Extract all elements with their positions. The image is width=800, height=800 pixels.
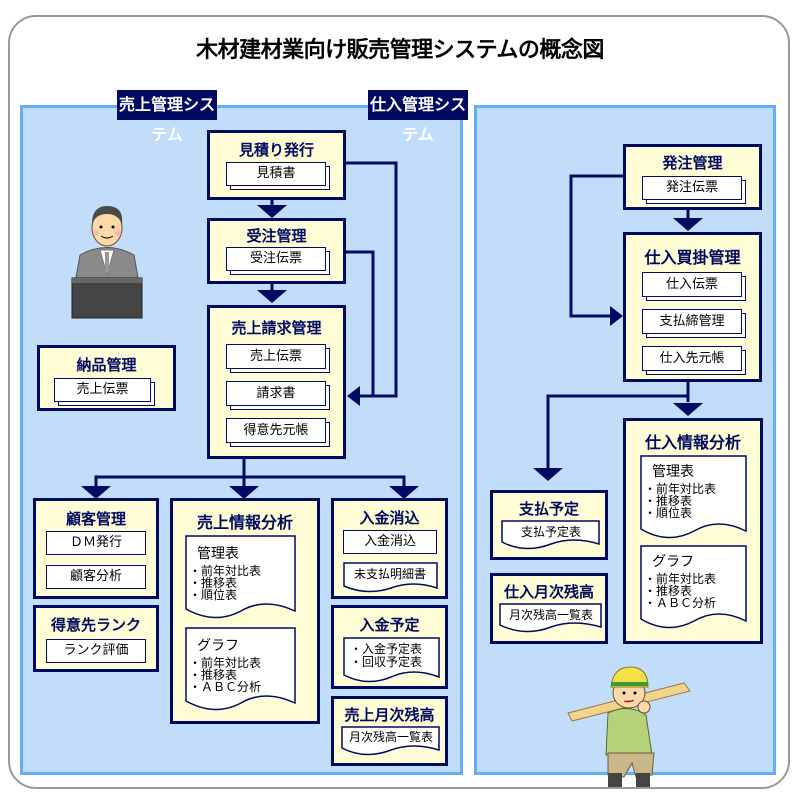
- payable-box[interactable]: 仕入買掛管理 仕入伝票 支払締管理 仕入先元帳: [623, 232, 762, 382]
- purchase-graphs-item: ・前年対比表: [644, 572, 717, 586]
- payment-plan-title: 入金予定: [359, 616, 420, 634]
- sales-analysis-box[interactable]: 売上情報分析 管理表 ・前年対比表 ・推移表 ・順位表 グラフ ・前年対比表 ・…: [170, 498, 320, 724]
- delivery-box[interactable]: 納品管理 売上伝票: [37, 345, 176, 411]
- payable-doc-slip[interactable]: 仕入伝票: [642, 272, 742, 297]
- sales-panel-label: 売上管理システム: [117, 90, 217, 144]
- sales-graphs-head: グラフ: [197, 638, 239, 654]
- purchase-tables-item: ・前年対比表: [644, 482, 717, 496]
- sales-tables-item: ・推移表: [189, 576, 238, 590]
- order-title: 受注管理: [246, 227, 307, 245]
- order-box[interactable]: 受注管理 受注伝票: [207, 218, 346, 284]
- estimate-doc[interactable]: 見積書: [226, 162, 326, 186]
- payment-plan-box[interactable]: 入金予定 ・入金予定表 ・回収予定表: [331, 605, 448, 689]
- purchase-tables-item: ・推移表: [644, 494, 693, 508]
- billing-doc-ledger[interactable]: 得意先元帳: [226, 418, 326, 443]
- pay-plan-doc-shape: [501, 520, 600, 550]
- payable-doc-closing[interactable]: 支払締管理: [642, 309, 742, 334]
- payable-doc-ledger[interactable]: 仕入先元帳: [642, 346, 742, 371]
- purchase-tables-doc-shape: [640, 455, 747, 539]
- sales-tables-item: ・前年対比表: [189, 564, 262, 578]
- purchase-panel-label: 仕入管理システム: [368, 90, 468, 144]
- billing-box[interactable]: 売上請求管理 売上伝票 請求書 得意先元帳: [207, 305, 346, 459]
- billing-doc-invoice[interactable]: 請求書: [226, 381, 326, 406]
- purchase-order-doc[interactable]: 発注伝票: [642, 176, 742, 200]
- order-doc[interactable]: 受注伝票: [226, 247, 326, 271]
- sales-monthly-doc-shape: [341, 726, 440, 756]
- pay-plan-title: 支払予定: [518, 500, 579, 518]
- billing-doc-sales-slip[interactable]: 売上伝票: [226, 344, 326, 369]
- rank-doc[interactable]: ランク評価: [46, 639, 146, 663]
- sales-graphs-doc-shape: [185, 627, 296, 711]
- delivery-doc[interactable]: 売上伝票: [54, 378, 151, 402]
- estimate-title: 見積り発行: [238, 141, 314, 159]
- payable-title: 仕入買掛管理: [644, 248, 741, 267]
- purchase-monthly-box[interactable]: 仕入月次残高 月次残高一覧表: [490, 573, 608, 644]
- purchase-graphs-item: ・ＡＢＣ分析: [644, 596, 717, 610]
- purchase-graphs-head: グラフ: [652, 554, 694, 570]
- purchase-graphs-item: ・推移表: [644, 584, 693, 598]
- payment-plan-doc-shape: [343, 637, 440, 683]
- payment-box[interactable]: 入金消込 入金消込 未支払明細書: [331, 498, 448, 599]
- purchase-tables-item: ・順位表: [644, 506, 693, 520]
- payment-plan-item: ・回収予定表: [350, 655, 423, 669]
- purchase-tables-head: 管理表: [652, 464, 694, 480]
- purchase-analysis-box[interactable]: 仕入情報分析 管理表 ・前年対比表 ・推移表 ・順位表 グラフ ・前年対比表 ・…: [623, 418, 763, 644]
- sales-tables-doc-shape: [185, 535, 296, 619]
- sales-tables-item: ・順位表: [189, 588, 238, 602]
- sales-analysis-title: 売上情報分析: [196, 513, 293, 532]
- customer-doc-dm[interactable]: ＤＭ発行: [46, 531, 146, 555]
- purchase-monthly-doc-shape: [499, 603, 602, 633]
- delivery-title: 納品管理: [76, 356, 137, 374]
- rank-title: 得意先ランク: [50, 616, 141, 634]
- sales-monthly-doc-label: 月次残高一覧表: [348, 730, 433, 744]
- office-worker-illustration: [62, 200, 152, 320]
- pay-plan-doc-label: 支払予定表: [520, 525, 581, 539]
- sales-graphs-item: ・ＡＢＣ分析: [189, 680, 262, 694]
- rank-box[interactable]: 得意先ランク ランク評価: [33, 605, 159, 672]
- purchase-monthly-title: 仕入月次残高: [503, 583, 594, 601]
- purchase-order-title: 発注管理: [662, 154, 723, 172]
- purchase-order-box[interactable]: 発注管理 発注伝票: [623, 144, 762, 210]
- unpaid-doc-shape: [343, 562, 438, 593]
- purchase-monthly-doc-label: 月次残高一覧表: [508, 608, 593, 622]
- lumber-worker-illustration: [566, 655, 696, 790]
- purchase-graphs-doc-shape: [640, 545, 747, 629]
- customer-box[interactable]: 顧客管理 ＤＭ発行 顧客分析: [33, 498, 159, 599]
- billing-title: 売上請求管理: [231, 319, 322, 337]
- sales-graphs-item: ・推移表: [189, 668, 238, 682]
- payment-plan-item: ・入金予定表: [350, 642, 423, 656]
- payment-title: 入金消込: [359, 509, 420, 527]
- sales-tables-head: 管理表: [197, 546, 239, 562]
- estimate-box[interactable]: 見積り発行 見積書: [207, 130, 346, 200]
- payment-doc[interactable]: 入金消込: [343, 530, 437, 554]
- sales-monthly-box[interactable]: 売上月次残高 月次残高一覧表: [331, 696, 448, 766]
- diagram-title: 木材建材業向け販売管理システムの概念図: [196, 38, 604, 63]
- sales-graphs-item: ・前年対比表: [189, 656, 262, 670]
- unpaid-doc-label: 未支払明細書: [353, 567, 426, 581]
- customer-doc-analysis[interactable]: 顧客分析: [46, 565, 146, 589]
- purchase-analysis-title: 仕入情報分析: [644, 433, 741, 452]
- customer-title: 顧客管理: [65, 510, 126, 528]
- pay-plan-box[interactable]: 支払予定 支払予定表: [490, 490, 608, 560]
- sales-monthly-title: 売上月次残高: [344, 706, 435, 724]
